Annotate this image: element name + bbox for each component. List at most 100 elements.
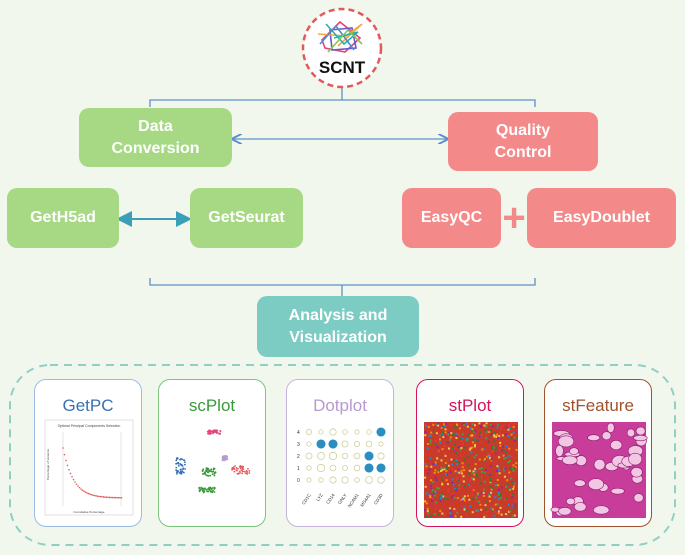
stplot-spot: [427, 472, 430, 475]
stfeature-tissue-cell: [606, 422, 615, 433]
stplot-spot: [435, 432, 438, 435]
stplot-spot: [429, 484, 432, 487]
scplot-point: [184, 461, 186, 464]
scplot-point: [200, 487, 203, 490]
stplot-spot: [438, 435, 441, 438]
scplot-point: [205, 468, 208, 471]
stplot-spot: [453, 449, 456, 452]
getpc-point: [114, 496, 117, 499]
stplot-spot: [462, 499, 465, 502]
stplot-spot: [513, 466, 516, 469]
scplot-point: [235, 469, 238, 472]
stplot-spot: [449, 436, 452, 439]
dotplot-dot: [364, 463, 374, 473]
scplot-point: [213, 491, 216, 493]
stplot-spot: [512, 464, 515, 467]
stplot-spot: [480, 492, 483, 495]
stplot-spot: [499, 441, 502, 444]
stplot-spot: [461, 443, 464, 446]
stplot-spot: [509, 459, 512, 462]
scplot-point: [216, 429, 219, 432]
stplot-spot: [467, 433, 470, 436]
scplot-point: [177, 470, 180, 473]
stplot-spot: [449, 438, 452, 441]
stplot-spot: [509, 510, 512, 513]
stfeature-tissue-cell: [628, 452, 643, 466]
stplot-spot: [463, 469, 466, 472]
stplot-spot: [505, 485, 508, 488]
stplot-spot: [471, 423, 474, 426]
stplot-spot: [438, 487, 441, 490]
scplot-point: [208, 469, 211, 472]
stplot-spot: [459, 437, 462, 440]
scplot-point: [180, 468, 182, 471]
getpc-point: [102, 496, 105, 498]
stplot-spot: [490, 458, 493, 461]
stplot-spot: [457, 479, 460, 482]
stplot-spot: [501, 445, 504, 448]
stplot-spot: [484, 432, 487, 435]
scplot-point: [247, 467, 249, 470]
stplot-spot: [512, 422, 515, 425]
stplot-spot: [500, 426, 503, 429]
getpc-point: [69, 472, 72, 475]
stplot-spot: [501, 449, 504, 452]
stplot-spot: [496, 502, 499, 505]
scplot-point: [222, 456, 224, 459]
scplot-point: [181, 470, 184, 473]
stplot-spot: [431, 497, 434, 500]
stplot-spot: [495, 472, 498, 475]
stplot-spot: [474, 444, 477, 447]
stplot-spot: [492, 449, 495, 452]
stplot-spot: [473, 431, 476, 434]
stplot-spot: [491, 425, 494, 428]
dotplot-dot: [306, 477, 312, 483]
scplot-point: [207, 490, 209, 493]
dotplot-dot: [364, 451, 374, 461]
dotplot-dot: [318, 429, 324, 435]
scplot-point: [175, 472, 178, 475]
stplot-spot: [451, 482, 454, 485]
easyqc-box: EasyQC: [402, 188, 501, 248]
dotplot-dot: [306, 465, 312, 471]
stplot-spot: [485, 437, 488, 440]
stplot-spot: [447, 433, 450, 436]
stplot-spot: [489, 480, 492, 483]
getpc-point: [75, 483, 78, 485]
stplot-spot: [514, 468, 517, 471]
scplot-point: [234, 465, 236, 467]
stplot-spot: [456, 471, 459, 474]
stplot-spot: [491, 486, 494, 489]
logo-label: SCNT: [318, 58, 366, 77]
scplot-point: [237, 467, 239, 470]
stplot-spot: [451, 467, 454, 470]
stplot-spot: [445, 469, 448, 472]
getpc-point: [65, 459, 67, 462]
stplot-spot: [487, 440, 490, 443]
stplot-spot: [475, 454, 478, 457]
stplot-spot: [507, 428, 510, 431]
stplot-spot: [510, 481, 513, 484]
stplot-spot: [482, 459, 485, 462]
bottom-bracket: [149, 278, 536, 286]
stplot-spot: [503, 457, 506, 460]
stplot-spot: [470, 451, 473, 454]
stplot-spot: [429, 439, 432, 442]
stplot-spot: [451, 514, 454, 517]
tool-card-stfeature: stFeature: [544, 379, 652, 527]
stplot-spot: [478, 435, 481, 438]
scplot-point: [246, 471, 249, 473]
stplot-spot: [499, 432, 502, 435]
stplot-spot: [489, 423, 492, 426]
stplot-spot: [485, 425, 488, 428]
stplot-spot: [481, 433, 484, 436]
stplot-spot: [447, 489, 450, 492]
stplot-spot: [508, 454, 511, 457]
stplot-spot: [476, 508, 479, 511]
stplot-spot: [471, 472, 474, 475]
getpc-point: [98, 495, 100, 498]
top-bracket: [149, 99, 536, 107]
stplot-spot: [455, 426, 458, 429]
stplot-spot: [471, 434, 474, 437]
stplot-spot: [446, 464, 449, 467]
